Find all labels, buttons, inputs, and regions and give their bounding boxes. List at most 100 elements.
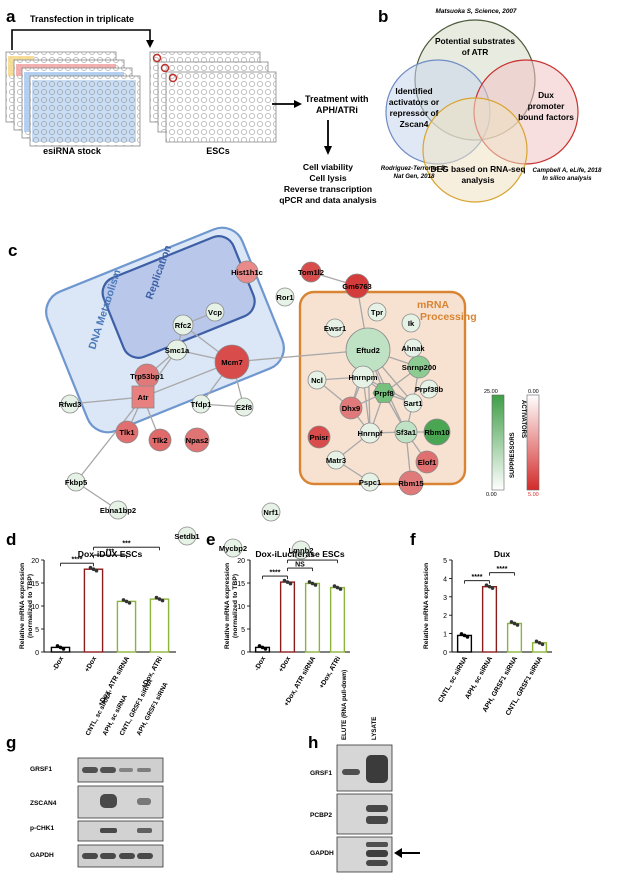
left-citation-line2: Nat Gen, 2018: [394, 173, 435, 180]
blot-h-bands: [342, 755, 388, 866]
y-tick-label: 20: [31, 558, 39, 565]
network-node-npas2: Npas2: [184, 427, 210, 453]
data-point: [260, 645, 265, 650]
panel-a: a Transfection in triplicate esiRNA stoc…: [5, 7, 377, 205]
network-node-vcp: Vcp: [205, 302, 225, 322]
panel-f-letter: f: [410, 530, 416, 549]
node-shape: [66, 472, 86, 492]
sig-label: NS: [295, 562, 305, 569]
y-axis-label: Relative mRNA expression: [423, 563, 430, 649]
h-row-grsf1: GRSF1: [310, 770, 332, 777]
node-label: Elof1: [418, 458, 437, 467]
node-label: Matr3: [326, 456, 346, 465]
node-label: Pnisr: [310, 433, 329, 442]
network-node-rbm10: Rbm10: [423, 418, 451, 446]
y-tick-label: 0: [443, 650, 447, 657]
node-shape: [177, 526, 197, 546]
data-point: [88, 565, 93, 570]
network-node-mycbp2: Mycbp2: [219, 538, 247, 558]
node-label: Tlk2: [152, 436, 167, 445]
network-node-sf3a1: Sf3a1: [394, 420, 418, 444]
node-label: Rbm15: [398, 479, 424, 488]
node-label: Trp53bp1: [130, 372, 165, 381]
node-label: Prpf8: [374, 389, 393, 398]
network-node-tlk1: Tlk1: [115, 420, 139, 444]
network-node-nrf1: Nrf1: [261, 502, 281, 522]
data-point: [121, 598, 126, 602]
node-label: Lmnb2: [289, 546, 314, 555]
data-point: [534, 639, 539, 644]
bottom-circle-line2: analysis: [461, 175, 494, 185]
node-label: Ebna1bp2: [100, 506, 136, 515]
top-circle-line2: of ATR: [462, 47, 489, 57]
chart-title: Dox-iLuciferase ESCs: [255, 549, 345, 559]
y-tick-label: 5: [443, 558, 447, 565]
data-point: [462, 633, 467, 638]
network-node-smc1a: Smc1a: [165, 339, 190, 361]
node-shape: [307, 370, 327, 390]
data-point: [55, 644, 60, 648]
node-shape: [148, 428, 172, 452]
node-shape: [60, 394, 80, 414]
network-node-ebna1bp2: Ebna1bp2: [100, 500, 136, 520]
panel-b-letter: b: [378, 7, 388, 26]
data-point: [58, 645, 63, 650]
sup-max-label: 25.00: [484, 389, 498, 395]
node-shape: [234, 397, 254, 417]
transfection-label: Transfection in triplicate: [30, 14, 134, 24]
sig-label: *: [311, 554, 314, 561]
node-shape: [307, 425, 331, 449]
right-circle-line2: promoter: [528, 101, 566, 111]
venn-bottom-circle: [422, 97, 528, 203]
network-node-tfdp1: Tfdp1: [191, 394, 212, 414]
node-shape: [423, 418, 451, 446]
data-point: [94, 568, 99, 573]
sig-label: ***: [122, 541, 130, 548]
mrna-label: mRNA: [417, 299, 450, 311]
node-shape: [398, 470, 424, 496]
node-shape: [115, 420, 139, 444]
network-node-ewsr1: Ewsr1: [324, 318, 347, 338]
node-label: Pspc1: [359, 478, 382, 487]
bar: [83, 568, 104, 653]
g-row-gapdh: GAPDH: [30, 852, 54, 859]
network-node-ik: Ik: [401, 313, 421, 333]
panel-a-letter: a: [6, 7, 16, 26]
network-node-hist1h1c: Hist1h1c: [231, 260, 263, 284]
y-tick-label: 3: [443, 595, 447, 602]
step-qpcr: qPCR and data analysis: [279, 195, 377, 205]
data-point: [338, 587, 343, 591]
node-label: Hnrnpf: [358, 429, 383, 438]
h-row-pcbp2: PCBP2: [310, 812, 332, 819]
g-row-pchk1: p-CHK1: [30, 825, 55, 832]
data-point: [459, 632, 464, 636]
y-axis-label-2: (normalized to TBP): [232, 574, 239, 638]
node-label: Ik: [408, 319, 415, 328]
data-point: [540, 642, 545, 647]
panel-g-letter: g: [6, 733, 16, 752]
node-label: Tfdp1: [191, 400, 212, 409]
act-max-label: 5.00: [528, 492, 539, 498]
node-shape: [291, 540, 311, 560]
network-node-pnisr: Pnisr: [307, 425, 331, 449]
network-node-mcm7: Mcm7: [214, 344, 250, 380]
network-node-e2f8: E2f8: [234, 397, 254, 417]
left-circle-line1: Identified: [395, 86, 432, 96]
network-edge: [69, 396, 144, 405]
left-circle-line3: repressor of: [390, 108, 439, 118]
network-node-rfwd3: Rfwd3: [59, 394, 81, 414]
data-point: [335, 585, 340, 590]
node-label: Setdb1: [174, 532, 200, 541]
node-label: Sf3a1: [396, 428, 417, 437]
data-point: [160, 598, 165, 603]
network-edge: [75, 396, 144, 483]
node-shape: [419, 379, 439, 399]
right-circle-line1: Dux: [538, 90, 554, 100]
network-node-ncl: Ncl: [307, 370, 327, 390]
transfer-arrowhead: [146, 40, 154, 48]
data-point: [124, 599, 129, 604]
y-axis-label-2: (normalized to TBP): [27, 574, 34, 638]
data-point: [282, 578, 287, 583]
node-shape: [172, 314, 194, 336]
